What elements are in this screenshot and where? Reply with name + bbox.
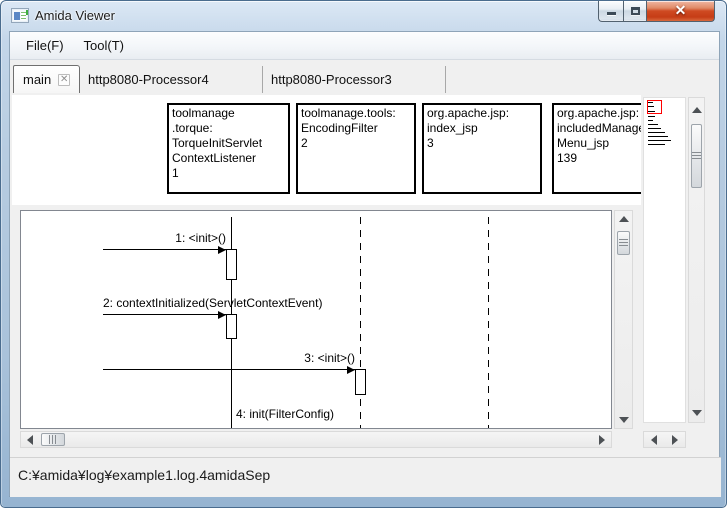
- object-box-line: includedManage: [557, 121, 641, 135]
- sequence-diagram[interactable]: 1: <init>() 2: contextInitialized(Servlet…: [20, 210, 612, 429]
- minimap-line: [648, 102, 653, 103]
- status-bar: C:¥amida¥log¥example1.log.4amidaSep: [10, 457, 721, 497]
- object-box-line: 139: [557, 151, 578, 165]
- tab-main-label: main: [23, 72, 52, 87]
- activation-bar: [226, 249, 237, 280]
- message-arrow: [103, 314, 226, 315]
- tab-processor4[interactable]: http8080-Processor4: [80, 66, 263, 93]
- lifeline: [360, 217, 361, 428]
- object-box-line: ContextListener: [172, 151, 257, 165]
- diagram-vscrollbar[interactable]: [614, 210, 633, 429]
- thumb-grip: [618, 239, 628, 247]
- scroll-left-icon[interactable]: [27, 435, 33, 445]
- message-label[interactable]: 2: contextInitialized(ServletContextEven…: [103, 296, 323, 310]
- status-file-path: C:¥amida¥log¥example1.log.4amidaSep: [18, 467, 271, 483]
- message-label[interactable]: 4: init(FilterConfig): [236, 407, 335, 421]
- tab-processor4-label: http8080-Processor4: [88, 72, 209, 87]
- tab-page: toolmanage .torque: TorqueInitServlet Co…: [10, 93, 721, 457]
- close-icon: ✕: [674, 2, 687, 18]
- object-box-line: EncodingFilter: [301, 121, 378, 135]
- object-header-strip: toolmanage .torque: TorqueInitServlet Co…: [12, 95, 641, 205]
- object-box-encoding-filter[interactable]: toolmanage.tools: EncodingFilter 2: [296, 103, 416, 194]
- lifeline: [488, 217, 489, 428]
- menu-bar: File(F) Tool(T): [10, 32, 719, 60]
- minimap-line: [648, 136, 668, 137]
- minimap-hscrollbar[interactable]: [643, 431, 686, 448]
- minimap-viewport-rect[interactable]: [647, 100, 662, 114]
- minimap-line: [648, 106, 654, 107]
- thumb-grip: [691, 152, 701, 160]
- menu-file[interactable]: File(F): [26, 38, 64, 53]
- object-box-included-menu-jsp[interactable]: org.apache.jsp: includedManage Menu_jsp …: [552, 103, 641, 194]
- message-arrowhead-icon: [218, 246, 226, 254]
- object-box-line: TorqueInitServlet: [172, 136, 263, 150]
- diagram-vscrollbar-thumb[interactable]: [617, 231, 630, 255]
- object-box-line: 2: [301, 136, 308, 150]
- maximize-button[interactable]: [623, 1, 647, 22]
- tab-processor3-label: http8080-Processor3: [271, 72, 392, 87]
- object-box-line: 3: [427, 136, 434, 150]
- minimap-line: [648, 140, 671, 141]
- tab-bar: main ✕ http8080-Processor4 http8080-Proc…: [10, 60, 719, 93]
- message-arrowhead-icon: [218, 311, 226, 319]
- message-label[interactable]: 1: <init>(): [175, 231, 226, 245]
- caption-buttons: ✕: [598, 1, 715, 23]
- minimap-line: [648, 144, 665, 145]
- activation-bar: [355, 369, 366, 395]
- scroll-down-icon[interactable]: [692, 410, 702, 416]
- tab-main[interactable]: main ✕: [13, 65, 80, 93]
- app-icon-detail: [14, 12, 20, 20]
- title-bar[interactable]: Amida Viewer ✕: [1, 1, 726, 31]
- diagram-hscrollbar[interactable]: [20, 431, 612, 448]
- minimap-line: [648, 116, 655, 117]
- tab-close-icon[interactable]: ✕: [58, 73, 71, 86]
- thumb-grip: [49, 434, 57, 444]
- menu-tool[interactable]: Tool(T): [83, 38, 124, 53]
- object-box-line: 1: [172, 166, 179, 180]
- scroll-up-icon[interactable]: [692, 107, 702, 113]
- minimap-line: [648, 111, 655, 112]
- object-box-line: org.apache.jsp:: [557, 106, 640, 120]
- scroll-down-icon[interactable]: [619, 417, 629, 423]
- tab-processor3[interactable]: http8080-Processor3: [263, 66, 446, 93]
- app-icon-detail: [26, 10, 28, 15]
- object-box-line: toolmanage: [172, 106, 235, 120]
- minimap-vscrollbar[interactable]: [688, 97, 705, 423]
- message-arrow: [103, 369, 355, 370]
- object-box-index-jsp[interactable]: org.apache.jsp: index_jsp 3: [422, 103, 542, 194]
- object-box-line: toolmanage.tools:: [301, 106, 396, 120]
- client-area: File(F) Tool(T) main ✕ http8080-Processo…: [9, 31, 721, 497]
- object-box-line: Menu_jsp: [557, 136, 610, 150]
- object-box-line: .torque:: [172, 121, 213, 135]
- object-box-line: index_jsp: [427, 121, 478, 135]
- activation-bar: [226, 314, 237, 339]
- window-title: Amida Viewer: [35, 8, 115, 23]
- object-box-line: org.apache.jsp:: [427, 106, 510, 120]
- minimap-line: [648, 132, 665, 133]
- scroll-up-icon[interactable]: [619, 216, 629, 222]
- app-icon: [11, 8, 29, 23]
- minimap-vscrollbar-thumb[interactable]: [691, 124, 702, 188]
- minimap-line: [648, 128, 661, 129]
- scroll-right-icon[interactable]: [672, 435, 678, 445]
- close-button[interactable]: ✕: [647, 1, 715, 22]
- diagram-hscrollbar-thumb[interactable]: [41, 433, 65, 446]
- scroll-left-icon[interactable]: [651, 435, 657, 445]
- maximize-icon: [631, 7, 640, 15]
- app-icon-detail: [21, 12, 26, 20]
- minimap-line: [648, 124, 658, 125]
- minimize-button[interactable]: [598, 1, 623, 22]
- message-arrowhead-icon: [347, 366, 355, 374]
- minimap-line: [648, 120, 653, 121]
- message-label[interactable]: 3: <init>(): [304, 351, 355, 365]
- scroll-right-icon[interactable]: [599, 435, 605, 445]
- minimize-icon: [607, 12, 616, 15]
- message-arrow: [103, 249, 226, 250]
- minimap-panel[interactable]: [643, 97, 686, 423]
- object-box-torque-listener[interactable]: toolmanage .torque: TorqueInitServlet Co…: [167, 103, 290, 194]
